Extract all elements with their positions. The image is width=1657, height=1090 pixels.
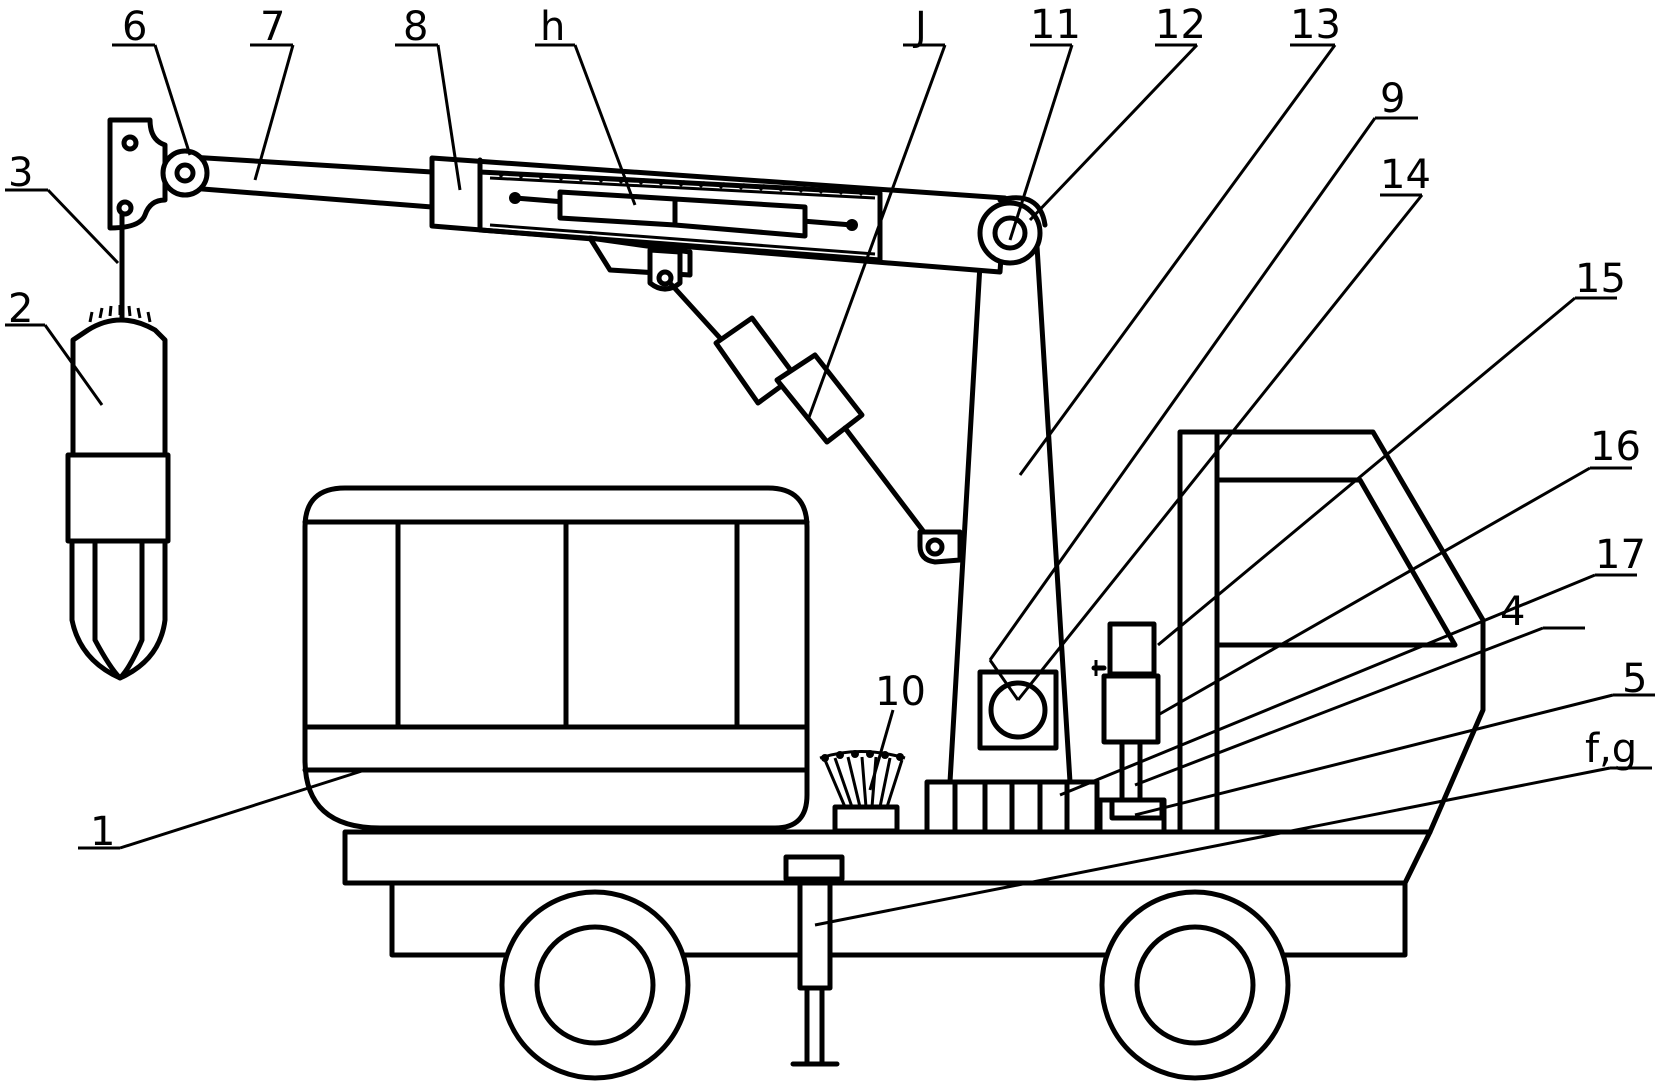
label-8: 8 (403, 4, 428, 50)
label-4: 4 (1500, 589, 1525, 635)
luffing-cylinder-j (667, 280, 963, 565)
label-15: 15 (1575, 256, 1626, 302)
truck-cab (1177, 429, 1486, 835)
boom-bracket (587, 235, 693, 292)
rear-wheel (1099, 889, 1291, 1081)
label-17: 17 (1595, 532, 1646, 578)
tank-container (302, 485, 810, 831)
control-unit (1091, 621, 1167, 835)
label-10: 10 (875, 669, 926, 715)
electrode-bundle (819, 750, 906, 834)
label-13: 13 (1290, 2, 1341, 48)
label-1: 1 (90, 809, 115, 855)
electrode-holder-2 (65, 305, 171, 681)
label-11: 11 (1030, 2, 1081, 48)
front-wheel (499, 889, 691, 1081)
label-j: J (912, 4, 927, 50)
label-h: h (540, 4, 565, 50)
truck-bed (342, 829, 1433, 886)
callout-labels: 1 2 3 4 5 6 7 8 9 10 11 12 13 14 15 16 1… (8, 2, 1647, 855)
label-16: 16 (1590, 424, 1641, 470)
label-fg: f,g (1585, 726, 1637, 772)
hydraulic-cylinder-h (509, 189, 858, 239)
mast-head-pulley (977, 195, 1048, 266)
leader-lines (5, 43, 1655, 927)
label-7: 7 (260, 4, 285, 50)
boom-arm-7 (187, 154, 435, 210)
boom-head-plate (107, 117, 168, 231)
outrigger-leg (783, 854, 845, 1067)
label-5: 5 (1622, 656, 1647, 702)
label-2: 2 (8, 286, 33, 332)
mast-winch-9 (977, 669, 1059, 751)
label-9: 9 (1380, 76, 1405, 122)
label-14: 14 (1380, 152, 1431, 198)
label-6: 6 (122, 4, 147, 50)
boom-head-pulley-6 (160, 148, 210, 198)
label-3: 3 (8, 150, 33, 196)
crane-mast (947, 227, 1073, 785)
label-12: 12 (1155, 2, 1206, 48)
truck-lower-frame (389, 880, 1408, 958)
